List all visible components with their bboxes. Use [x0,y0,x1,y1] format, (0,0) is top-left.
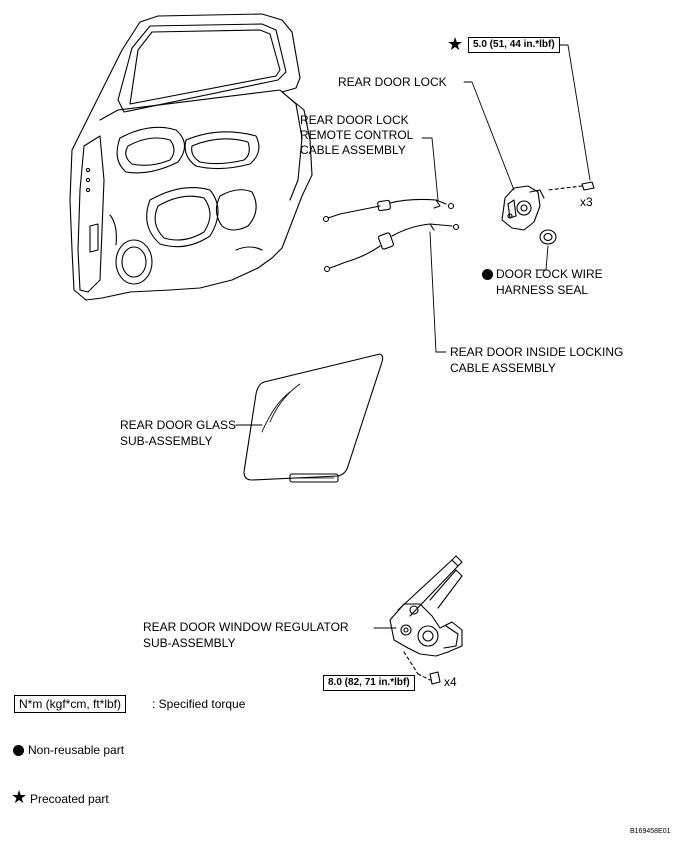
label-line: CABLE ASSEMBLY [450,361,556,375]
legend-non-reusable-text: Non-reusable part [28,743,125,757]
lock-bolt-torque-spec: 5.0 (51, 44 in.*lbf) [468,37,560,53]
rear-door-panel [69,13,313,301]
rear-door-lock-label: REAR DOOR LOCK [338,75,447,89]
precoated-star-icon: ★ [447,34,464,54]
label-line: REAR DOOR LOCK [300,113,409,127]
legend-torque-box: N*m (kgf*cm, ft*lbf) [14,695,127,713]
legend-precoated-star-icon: ★ [11,787,28,807]
figure-id: B169458E01 [630,828,671,835]
lock-bolt-count: x3 [580,195,593,209]
door-glass-drawing [243,353,384,483]
regulator-bolt-count: x4 [444,675,457,689]
remote-control-cable-drawing [322,198,455,223]
regulator-bolt-torque-spec: 8.0 (82, 71 in.*lbf) [323,675,415,691]
label-line: CABLE ASSEMBLY [300,143,406,157]
leader-lines [235,44,591,629]
label-line: HARNESS SEAL [496,283,589,297]
label-line: DOOR LOCK WIRE [496,267,603,281]
legend-torque-text: : Specified torque [152,697,246,711]
non-reusable-dot-icon [482,269,493,280]
label-line: REAR DOOR WINDOW REGULATOR [143,620,349,634]
label-line: REMOTE CONTROL [300,128,414,142]
inside-locking-cable-drawing [323,223,460,273]
label-line: SUB-ASSEMBLY [143,636,236,650]
harness-seal-drawing [539,229,557,245]
legend-precoated-text: Precoated part [30,792,109,806]
window-regulator-drawing [389,555,463,685]
legend-non-reusable-dot-icon [13,745,24,756]
door-lock-drawing [501,185,545,231]
lock-bolt-drawing [547,181,595,191]
label-line: SUB-ASSEMBLY [120,434,213,448]
label-line: REAR DOOR INSIDE LOCKING [450,345,624,359]
label-line: REAR DOOR GLASS [120,418,237,432]
